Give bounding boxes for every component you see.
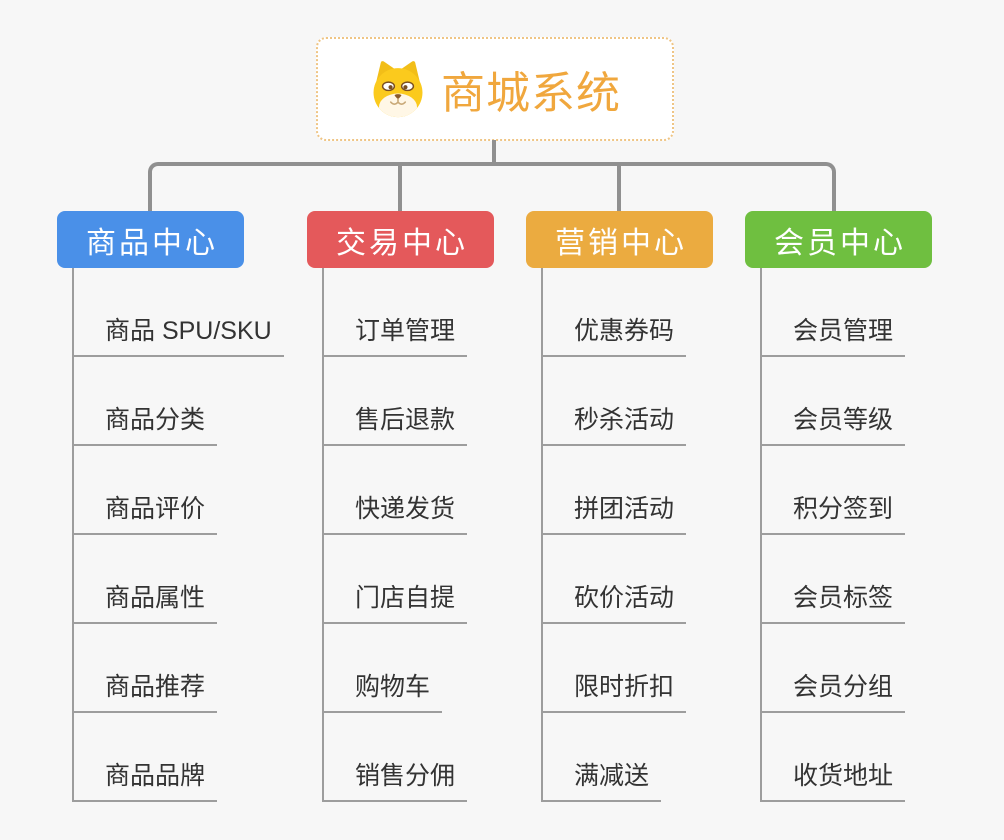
branch-member-items: 会员管理 会员等级 积分签到 会员标签 会员分组 收货地址 [760, 313, 906, 840]
node-item[interactable]: 积分签到 [760, 491, 906, 535]
node-item[interactable]: 会员等级 [760, 402, 906, 446]
node-item[interactable]: 商品评价 [72, 491, 218, 535]
branch-trade-items: 订单管理 售后退款 快递发货 门店自提 购物车 销售分佣 [322, 313, 468, 840]
category-box-marketing-center[interactable]: 营销中心 [526, 211, 713, 268]
node-item[interactable]: 门店自提 [322, 580, 468, 624]
node-item[interactable]: 秒杀活动 [541, 402, 687, 446]
node-item[interactable]: 会员分组 [760, 669, 906, 713]
node-item[interactable]: 砍价活动 [541, 580, 687, 624]
node-item[interactable]: 快递发货 [322, 491, 468, 535]
root-title: 商城系统 [441, 69, 621, 118]
connector-drop-trade [398, 166, 402, 211]
node-item[interactable]: 商品 SPU/SKU [72, 313, 284, 357]
branch-line-product [72, 268, 74, 802]
node-item[interactable]: 会员管理 [760, 313, 906, 357]
node-item[interactable]: 会员标签 [760, 580, 906, 624]
node-item[interactable]: 订单管理 [322, 313, 468, 357]
node-item[interactable]: 商品品牌 [72, 758, 218, 802]
node-item[interactable]: 商品属性 [72, 580, 218, 624]
node-item[interactable]: 购物车 [322, 669, 443, 713]
category-box-member-center[interactable]: 会员中心 [745, 211, 932, 268]
category-box-trade-center[interactable]: 交易中心 [307, 211, 494, 268]
branch-line-trade [322, 268, 324, 802]
node-item[interactable]: 优惠券码 [541, 313, 687, 357]
connector-bus-line [148, 162, 836, 211]
branch-line-marketing [541, 268, 543, 802]
node-item[interactable]: 商品分类 [72, 402, 218, 446]
category-box-product-center[interactable]: 商品中心 [57, 211, 244, 268]
branch-marketing-items: 优惠券码 秒杀活动 拼团活动 砍价活动 限时折扣 满减送 [541, 313, 687, 840]
dog-face-icon [373, 61, 423, 118]
node-item[interactable]: 满减送 [541, 758, 662, 802]
root-node[interactable]: 商城系统 [316, 37, 674, 141]
node-item[interactable]: 销售分佣 [322, 758, 468, 802]
node-item[interactable]: 售后退款 [322, 402, 468, 446]
branch-line-member [760, 268, 762, 802]
node-item[interactable]: 收货地址 [760, 758, 906, 802]
connector-root-drop [492, 140, 496, 164]
node-item[interactable]: 拼团活动 [541, 491, 687, 535]
branch-product-items: 商品 SPU/SKU 商品分类 商品评价 商品属性 商品推荐 商品品牌 [72, 313, 284, 840]
node-item[interactable]: 限时折扣 [541, 669, 687, 713]
node-item[interactable]: 商品推荐 [72, 669, 218, 713]
connector-drop-marketing [617, 166, 621, 211]
